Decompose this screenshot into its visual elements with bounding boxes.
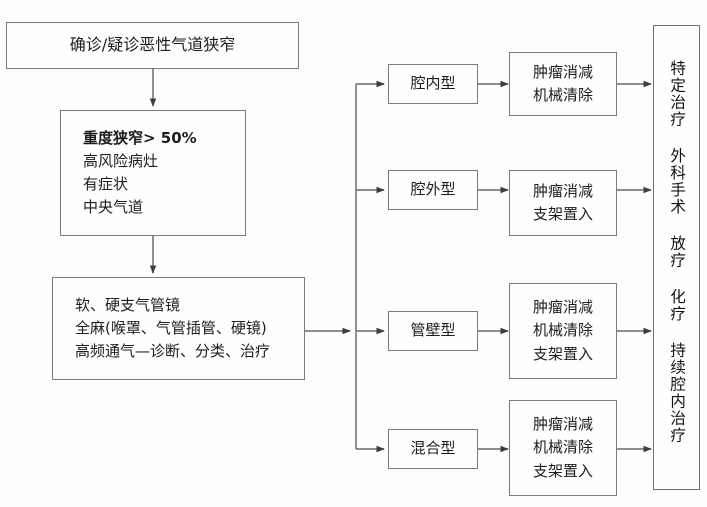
treatment-2-line-1: 肿瘤消减 [532,181,593,200]
type-label-intraluminal: 腔内型 [410,74,456,93]
criteria-line-1: 重度狭窄> 50% [83,128,197,147]
procedure-box: 软、硬支气管镜 全麻(喉罩、气管插管、硬镜) 高频通气—诊断、分类、治疗 [52,277,305,380]
procedure-line-1: 软、硬支气管镜 [75,295,181,314]
outcome-box: 特定治疗 外科手术 放疗 化疗 持续腔内治疗 [653,25,700,490]
type-box-mixed: 混合型 [388,429,478,469]
procedure-line-3: 高频通气—诊断、分类、治疗 [75,342,271,361]
treatment-1-line-2: 机械清除 [532,86,593,104]
treatment-4-line-3: 支架置入 [532,461,593,480]
treatment-box-1: 肿瘤消减 机械清除 [509,52,617,116]
treatment-1-line-1: 肿瘤消减 [532,62,593,81]
treatment-3-line-3: 支架置入 [532,344,593,363]
diagnosis-box: 确诊/疑诊恶性气道狭窄 [6,22,299,69]
treatment-box-2: 肿瘤消减 支架置入 [509,170,617,236]
treatment-4-line-2: 机械清除 [532,438,593,457]
type-label-extraluminal: 腔外型 [410,180,456,199]
procedure-line-2: 全麻(喉罩、气管插管、硬镜) [75,318,267,337]
treatment-box-3: 肿瘤消减 机械清除 支架置入 [509,283,617,379]
type-box-intraluminal: 腔内型 [388,64,478,104]
type-box-extraluminal: 腔外型 [388,170,478,210]
treatment-3-line-2: 机械清除 [532,321,593,340]
criteria-box: 重度狭窄> 50% 高风险病灶 有症状 中央气道 [60,110,246,236]
treatment-4-line-1: 肿瘤消减 [532,415,593,434]
outcome-label: 特定治疗 外科手术 放疗 化疗 持续腔内治疗 [668,60,687,444]
criteria-line-2: 高风险病灶 [83,151,159,170]
criteria-line-3: 有症状 [83,175,129,193]
diagnosis-label: 确诊/疑诊恶性气道狭窄 [69,35,236,55]
type-label-mixed: 混合型 [410,439,456,458]
type-box-wall: 管壁型 [388,311,478,351]
treatment-2-line-2: 支架置入 [532,205,593,223]
type-label-wall: 管壁型 [410,321,456,340]
treatment-3-line-1: 肿瘤消减 [532,298,593,317]
criteria-line-4: 中央气道 [83,198,144,217]
treatment-box-4: 肿瘤消减 机械清除 支架置入 [509,400,617,496]
